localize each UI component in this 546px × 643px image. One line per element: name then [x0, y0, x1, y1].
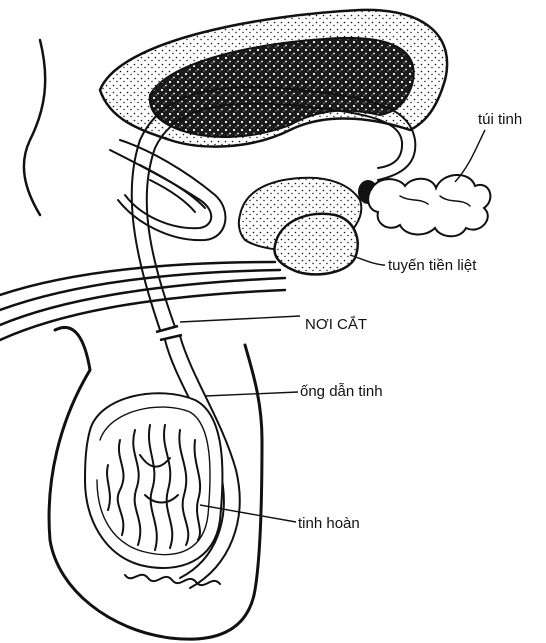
rectum-layers	[110, 150, 211, 228]
rectum-layer-4	[150, 180, 195, 212]
cut-mark-lower	[160, 335, 182, 340]
leader-vas-deferens	[205, 392, 298, 396]
label-seminal-vesicle: túi tinh	[478, 111, 522, 128]
body-outline	[24, 40, 45, 215]
leader-cut-site	[180, 316, 300, 322]
seminal-vesicle	[368, 175, 490, 236]
label-prostate: tuyến tiền liệt	[388, 257, 477, 274]
label-testis: tinh hoàn	[298, 515, 360, 532]
label-vas-deferens: ống dẫn tinh	[300, 383, 383, 400]
label-cut-site: NƠI CẮT	[305, 315, 367, 333]
